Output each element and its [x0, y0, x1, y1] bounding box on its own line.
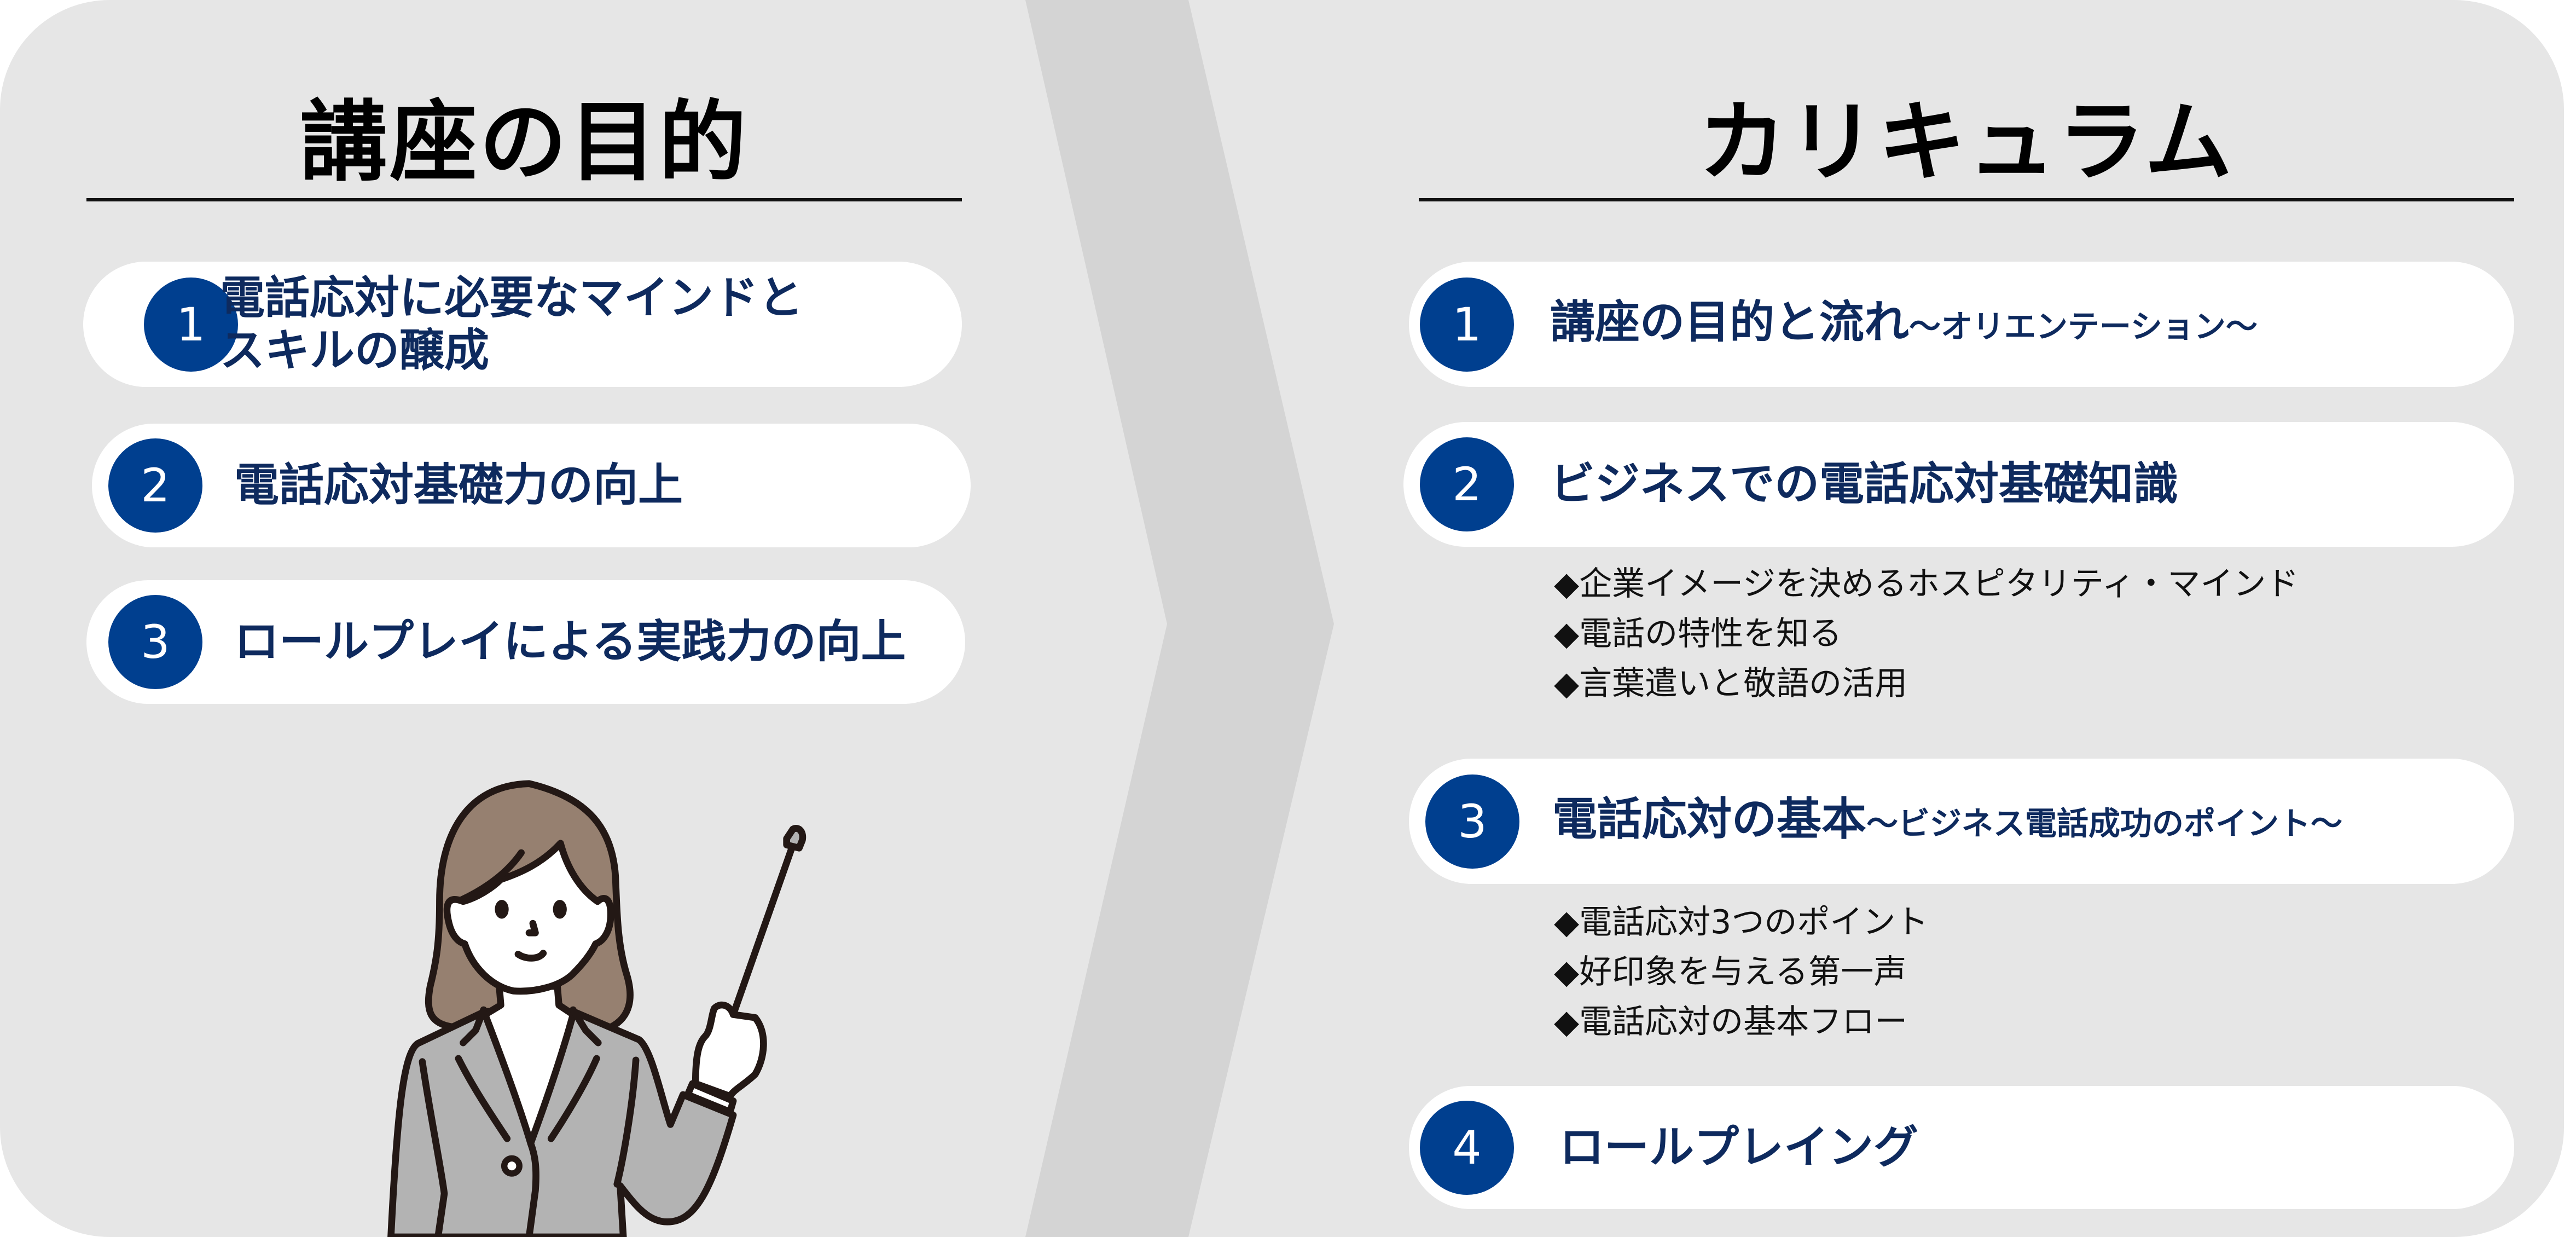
- curriculum-title: カリキュラム: [1698, 91, 2235, 193]
- objective-text-line1: 電話応対に必要なマインドと: [220, 271, 804, 324]
- curriculum-item-3: 3 電話応対の基本〜ビジネス電話成功のポイント〜: [1409, 759, 2514, 884]
- objective-text: ロールプレイによる実践力の向上: [234, 616, 906, 668]
- number-badge: 3: [108, 595, 202, 689]
- curriculum-text: ビジネスでの電話応対基礎知識: [1550, 458, 2179, 510]
- objective-item-3: 3 ロールプレイによる実践力の向上: [86, 580, 965, 704]
- curriculum-item-4: 4 ロールプレイング: [1409, 1086, 2514, 1209]
- bullet-item: ◆好印象を与える第一声: [1554, 953, 1907, 991]
- objectives-title: 講座の目的: [299, 91, 749, 193]
- objective-text: 電話応対基礎力の向上: [234, 459, 683, 511]
- objective-item-2: 2 電話応対基礎力の向上: [92, 424, 971, 547]
- curriculum-text: ロールプレイング: [1559, 1121, 1919, 1174]
- curriculum-text: 電話応対の基本〜ビジネス電話成功のポイント〜: [1552, 792, 2342, 851]
- curriculum-text: 講座の目的と流れ〜オリエンテーション〜: [1550, 295, 2258, 354]
- bullet-item: ◆電話応対3つのポイント: [1554, 903, 1929, 941]
- objective-text: 電話応対に必要なマインドと スキルの醸成: [220, 272, 803, 377]
- objectives-divider: [86, 198, 962, 201]
- curriculum-subtitle: 〜オリエンテーション〜: [1909, 308, 2258, 345]
- bullet-item: ◆言葉遣いと敬語の活用: [1554, 664, 1908, 703]
- curriculum-item-1: 1 講座の目的と流れ〜オリエンテーション〜: [1409, 262, 2514, 387]
- bullet-item: ◆企業イメージを決めるホスピタリティ・マインド: [1554, 565, 2299, 603]
- curriculum-subtitle: 〜ビジネス電話成功のポイント〜: [1866, 805, 2343, 842]
- bullet-item: ◆電話の特性を知る: [1554, 615, 1842, 653]
- number-badge: 2: [1420, 437, 1514, 531]
- objective-text-line2: スキルの醸成: [220, 324, 490, 377]
- curriculum-2-bullets: ◆企業イメージを決めるホスピタリティ・マインド ◆電話の特性を知る ◆言葉遣いと…: [1554, 559, 2299, 709]
- number-badge: 1: [1420, 277, 1514, 372]
- woman-with-pointer-illustration: [387, 780, 807, 1237]
- curriculum-item-2: 2 ビジネスでの電話応対基礎知識: [1403, 422, 2514, 547]
- curriculum-heading: 電話応対の基本: [1552, 793, 1867, 845]
- curriculum-divider: [1419, 198, 2514, 201]
- number-badge: 4: [1420, 1100, 1514, 1195]
- bullet-item: ◆電話応対の基本フロー: [1554, 1003, 1908, 1041]
- number-badge: 2: [108, 438, 202, 533]
- number-badge: 3: [1425, 774, 1519, 869]
- curriculum-3-bullets: ◆電話応対3つのポイント ◆好印象を与える第一声 ◆電話応対の基本フロー: [1554, 898, 1928, 1047]
- curriculum-heading: 講座の目的と流れ: [1550, 296, 1910, 348]
- objective-item-1: 1 電話応対に必要なマインドと スキルの醸成: [83, 262, 962, 387]
- number-badge: 1: [144, 277, 238, 372]
